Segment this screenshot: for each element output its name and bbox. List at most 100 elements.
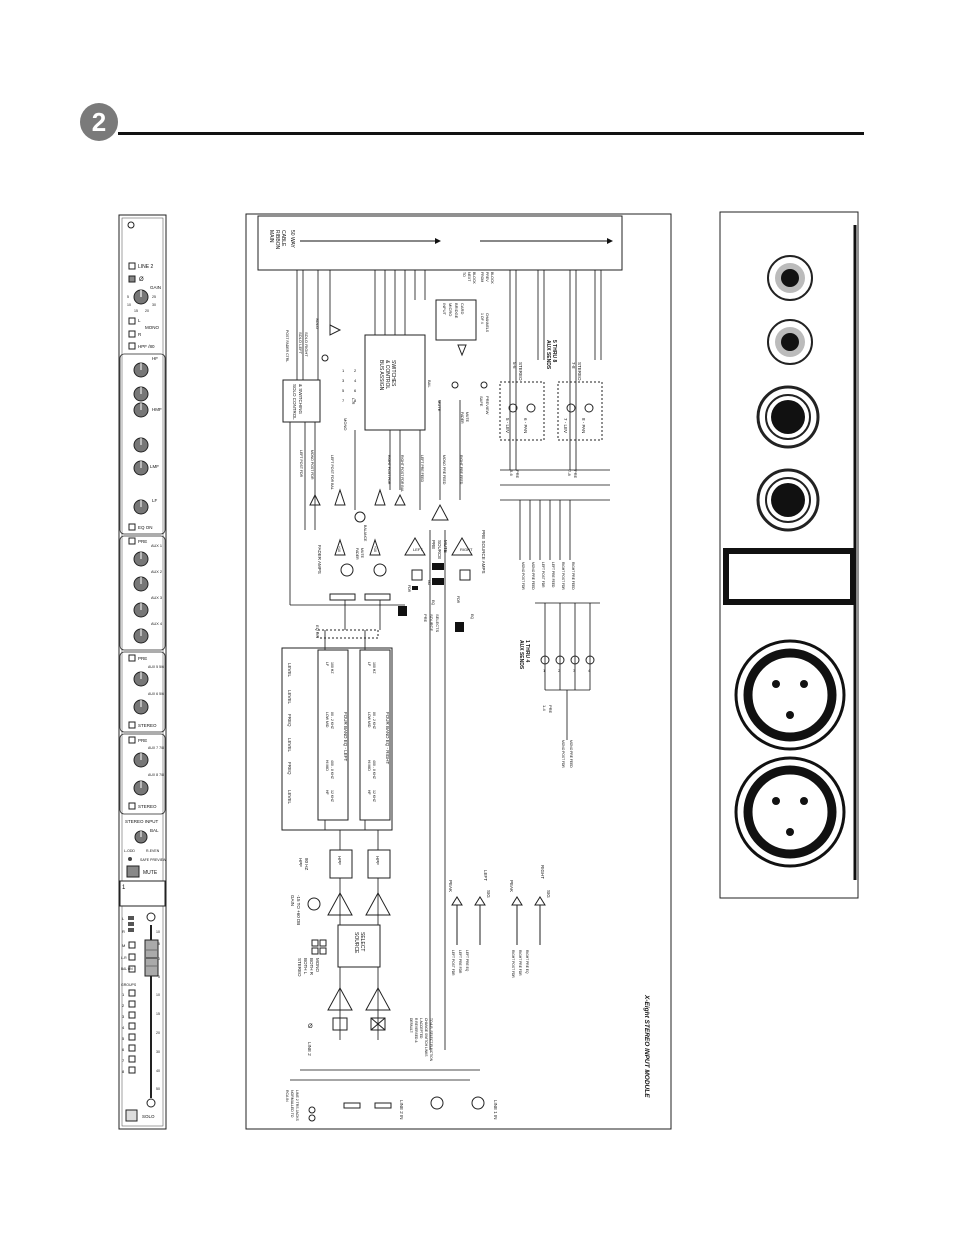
aux78-stereo-switch[interactable] bbox=[128, 802, 136, 810]
hpf-switch[interactable] bbox=[128, 342, 136, 350]
l-switch[interactable] bbox=[128, 317, 136, 325]
ribbon-line: CABLE bbox=[280, 230, 286, 247]
safe-preview-label: PREVIEW bbox=[485, 396, 490, 415]
aux78-stereo-label: 7-8 bbox=[571, 362, 576, 369]
solo-control-label: & SWITCHING bbox=[298, 384, 303, 414]
group-switch[interactable] bbox=[128, 1033, 136, 1041]
hmf-freq-knob[interactable] bbox=[133, 386, 149, 402]
strip-mono-label: MONO bbox=[145, 325, 159, 330]
bus-num: 3 bbox=[342, 378, 345, 383]
solo-label: SOLO bbox=[315, 318, 320, 329]
gain-knob[interactable] bbox=[133, 289, 149, 305]
mute-button[interactable] bbox=[126, 865, 140, 878]
line2-switch[interactable] bbox=[128, 262, 136, 270]
line1-in-label: LINE 1 IN bbox=[493, 1100, 498, 1120]
group-switch[interactable] bbox=[128, 1066, 136, 1074]
lev5-label: 5 - LEV bbox=[505, 418, 510, 433]
eq-band: HI MID bbox=[367, 760, 371, 771]
eq-ctrl-label: LEVEL bbox=[287, 663, 292, 678]
fader-mute-label: MUTE bbox=[360, 548, 364, 559]
strip-lf-label: LF bbox=[152, 498, 158, 503]
group-switch[interactable] bbox=[128, 1055, 136, 1063]
strip-aux56-label: AUX 5 5/6 bbox=[148, 665, 164, 669]
lf-knob[interactable] bbox=[133, 499, 149, 515]
eq-on-switch[interactable] bbox=[128, 523, 136, 531]
solo-left-label: SOLO LEFT bbox=[298, 332, 303, 355]
pre-source-amps-label: PRE SOURCE AMPS bbox=[481, 530, 486, 574]
lmf-level-knob[interactable] bbox=[133, 460, 149, 476]
phase-label: Ø bbox=[308, 1024, 313, 1030]
switch-link-icon bbox=[432, 563, 444, 570]
mono-bus-switch[interactable] bbox=[128, 941, 136, 949]
aux5-knob[interactable] bbox=[133, 671, 149, 687]
bus-num: 1 bbox=[342, 368, 345, 373]
bal-on-switch[interactable] bbox=[128, 965, 136, 973]
strip-groups-label: GROUPS bbox=[121, 983, 137, 987]
group-switch[interactable] bbox=[128, 1000, 136, 1008]
fader-scale-tick: 15 bbox=[156, 1012, 160, 1016]
strip-aux-label: AUX 1 bbox=[151, 544, 162, 548]
ribbon-line: RIBBON bbox=[274, 230, 280, 250]
aux56-stereo-switch[interactable] bbox=[128, 721, 136, 729]
bus-num: 5 bbox=[342, 388, 345, 393]
pre56-label: PRE bbox=[515, 470, 520, 479]
phase-switch[interactable] bbox=[128, 275, 136, 283]
group-switch[interactable] bbox=[128, 1022, 136, 1030]
lmf-freq-knob[interactable] bbox=[133, 437, 149, 453]
mode-label: STEREO bbox=[297, 958, 302, 977]
eq-on-label: EQ ON bbox=[315, 625, 320, 638]
hf-knob[interactable] bbox=[133, 362, 149, 378]
aux2-knob[interactable] bbox=[133, 576, 149, 592]
feed-label: MONO PRE FEED bbox=[442, 455, 446, 485]
feed-label: RIGHT POST FDR bbox=[387, 455, 391, 485]
aux56-pre-switch[interactable] bbox=[128, 654, 136, 662]
rca-jack-l-icon bbox=[767, 255, 813, 301]
r-switch[interactable] bbox=[128, 330, 136, 338]
aux3-knob[interactable] bbox=[133, 602, 149, 618]
solo-button[interactable] bbox=[125, 1109, 138, 1122]
strip-channel-number: 1 bbox=[122, 885, 126, 891]
group-switch[interactable] bbox=[128, 1044, 136, 1052]
lr-bus-switch[interactable] bbox=[128, 953, 136, 961]
aux14-pre-switch[interactable] bbox=[128, 537, 136, 545]
meter-feed-labels: LEFT POST FDR LEFT PRE FDR LEFT PRE EQ R… bbox=[451, 950, 529, 978]
eq-band: HF bbox=[325, 790, 329, 795]
feed-label: LEFT PRE FEED bbox=[420, 455, 424, 482]
trs-jack-l-icon bbox=[756, 385, 820, 449]
hmf-level-knob[interactable] bbox=[133, 402, 149, 418]
aux56-group bbox=[499, 381, 545, 441]
balance-knob[interactable] bbox=[134, 830, 148, 844]
aux6-knob[interactable] bbox=[133, 699, 149, 715]
trs-l-jack-icon bbox=[343, 1102, 361, 1109]
aux-num: 3 bbox=[573, 668, 576, 673]
left-meter-label: LEFT bbox=[483, 870, 488, 881]
pre-source-selects-label: SELECTS bbox=[435, 614, 440, 633]
aux-feed-label: MONO PRE FEED bbox=[531, 562, 535, 590]
peak-label-left: PEAK bbox=[448, 880, 453, 892]
block-link-text: 1 OF 4 bbox=[480, 313, 484, 324]
aux-num: 4 bbox=[588, 668, 591, 673]
block-link-text: TO bbox=[462, 272, 466, 277]
strip-r-label: R bbox=[138, 332, 142, 337]
aux7-knob[interactable] bbox=[133, 752, 149, 768]
diagram-frame bbox=[245, 213, 672, 1130]
aux1-knob[interactable] bbox=[133, 551, 149, 567]
xlr-jack-r-icon bbox=[734, 756, 846, 868]
group-switches: 1 2 3 4 5 6 7 8 bbox=[122, 989, 136, 1074]
group-switch[interactable] bbox=[128, 1011, 136, 1019]
header-rule bbox=[118, 132, 864, 135]
scribble-strip[interactable] bbox=[119, 880, 166, 907]
line2-in-label: LINE 2 IN bbox=[399, 1100, 404, 1120]
eq-label: EQ bbox=[470, 614, 474, 619]
aux-feed-label: RIGHT POST FDR bbox=[561, 562, 565, 590]
gain-pot-icon bbox=[307, 897, 321, 911]
bus-num: 7 bbox=[342, 398, 345, 403]
eq-band: 100 HZ bbox=[372, 662, 376, 674]
gain-tick: 20 bbox=[145, 309, 149, 313]
aux78-pre-switch[interactable] bbox=[128, 736, 136, 744]
aux8-knob[interactable] bbox=[133, 780, 149, 796]
group-switch[interactable] bbox=[128, 989, 136, 997]
aux4-knob[interactable] bbox=[133, 628, 149, 644]
aux14-pots bbox=[540, 655, 595, 665]
strip-l-label: L bbox=[138, 318, 141, 323]
